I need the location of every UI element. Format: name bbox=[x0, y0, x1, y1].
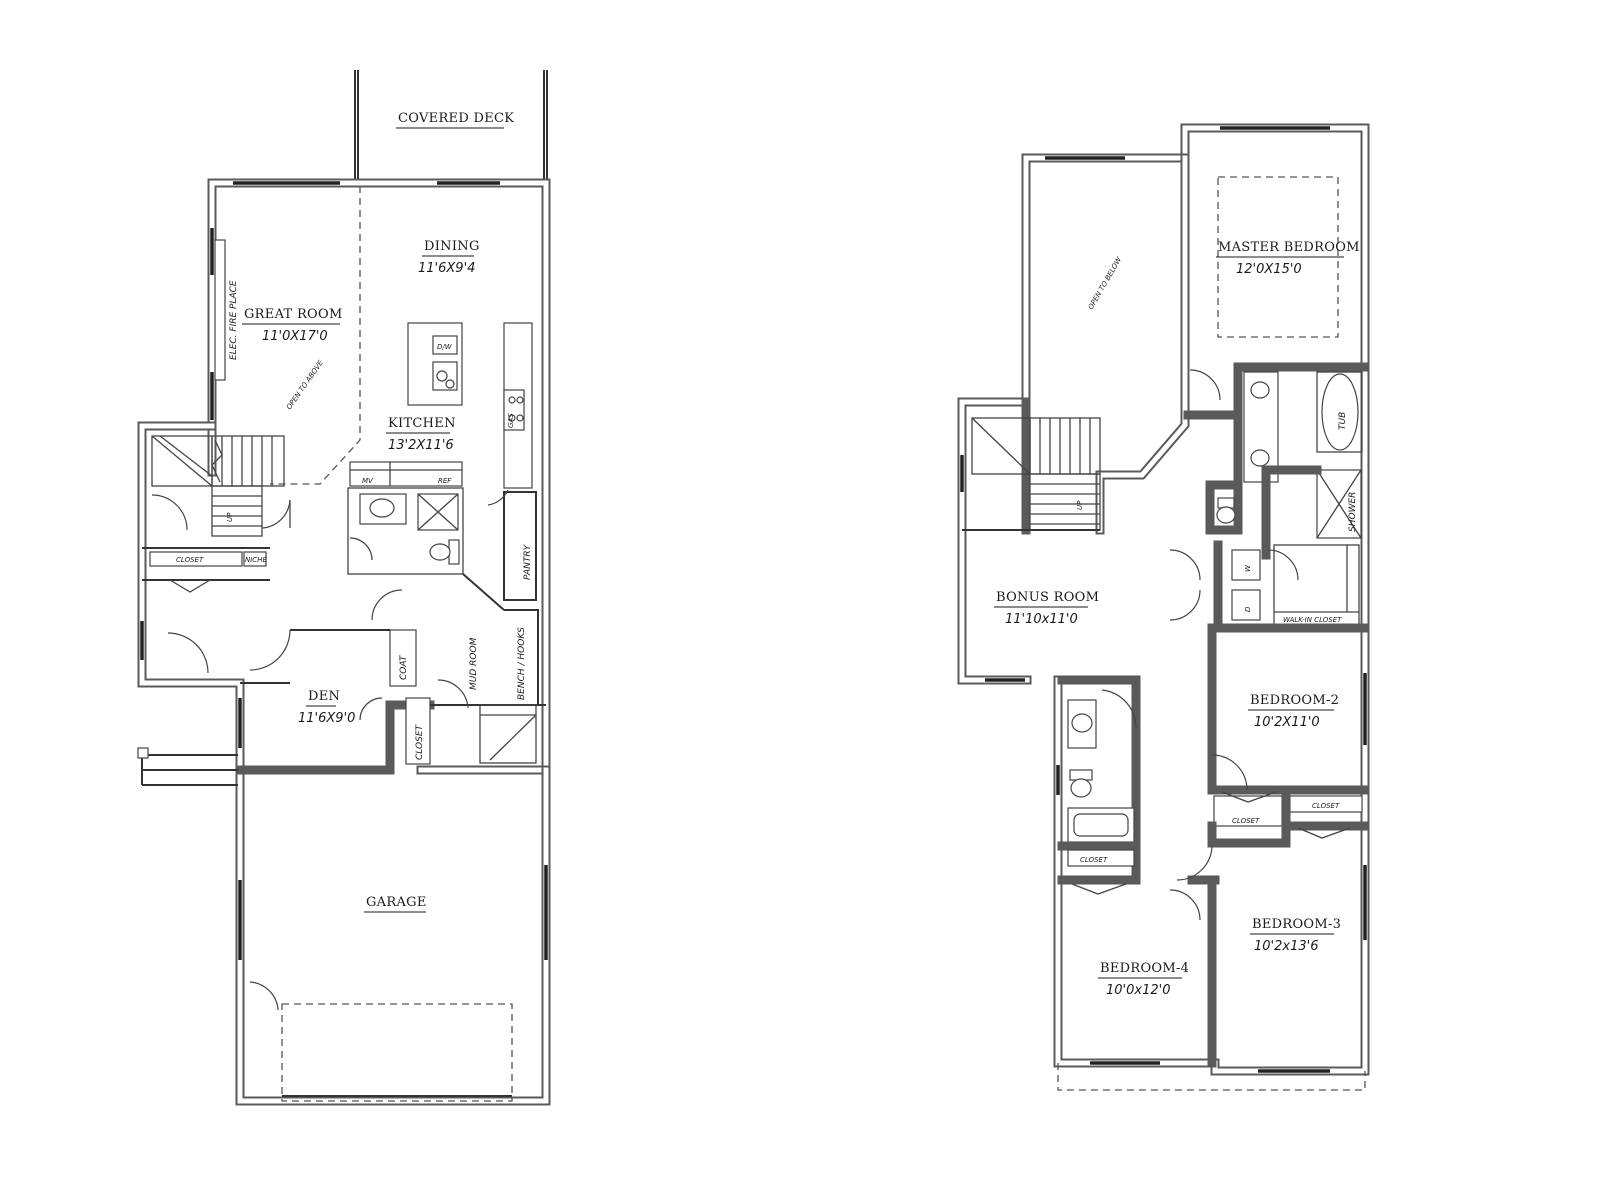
dryer-label: D bbox=[1244, 606, 1252, 612]
great-room-label: GREAT ROOM bbox=[244, 307, 343, 322]
mud-room-label: MUD ROOM bbox=[469, 637, 479, 690]
bonus-room-size: 11'10x11'0 bbox=[1005, 612, 1078, 627]
tub bbox=[1321, 373, 1359, 451]
open-to-above-label: OPEN TO ABOVE bbox=[285, 359, 325, 412]
front-steps bbox=[137, 747, 238, 786]
bed3-closet-label: CLOSET bbox=[1312, 802, 1340, 810]
up-label-upper: UP bbox=[1076, 500, 1084, 510]
bed2-closet-label: CLOSET bbox=[1232, 817, 1260, 825]
den-size: 11'6X9'0 bbox=[298, 711, 355, 726]
great-room-size: 11'0X17'0 bbox=[262, 329, 328, 344]
open-to-above-outline bbox=[270, 186, 361, 485]
dw-label: D/W bbox=[437, 343, 453, 351]
den-closet-label: CLOSET bbox=[415, 723, 425, 760]
front-closet bbox=[149, 551, 243, 567]
kitchen-size: 13'2X11'6 bbox=[388, 438, 454, 453]
bedroom4-size: 10'0x12'0 bbox=[1106, 983, 1170, 998]
dryer bbox=[1231, 589, 1261, 621]
pantry bbox=[503, 491, 537, 601]
den-label: DEN bbox=[308, 689, 340, 704]
coat-label: COAT bbox=[399, 654, 409, 680]
closet-label: CLOSET bbox=[176, 556, 204, 564]
main-floor-plan bbox=[137, 70, 551, 1106]
master-bedroom-size: 12'0X15'0 bbox=[1236, 262, 1302, 277]
fireplace bbox=[214, 239, 226, 381]
bath-closet bbox=[1067, 849, 1135, 867]
bedroom3-size: 10'2x13'6 bbox=[1254, 939, 1318, 954]
walk-in-closet-label: WALK-IN CLOSET bbox=[1283, 616, 1342, 624]
upper-stairs bbox=[962, 417, 1101, 531]
kitchen-back-counter bbox=[349, 461, 463, 487]
bathroom-main bbox=[347, 487, 464, 575]
fireplace-label: ELEC. FIRE PLACE bbox=[229, 280, 239, 360]
main-stairs bbox=[151, 435, 285, 537]
bonus-room-label: BONUS ROOM bbox=[996, 590, 1099, 605]
bedroom2-size: 10'2X11'0 bbox=[1254, 715, 1320, 730]
covered-deck-label: COVERED DECK bbox=[398, 111, 514, 126]
bedroom3-label: BEDROOM-3 bbox=[1252, 917, 1341, 932]
shower-label: SHOWER bbox=[1348, 492, 1358, 532]
tub-label: TUB bbox=[1338, 412, 1348, 430]
bath-closet-label: CLOSET bbox=[1080, 856, 1108, 864]
dining-size: 11'6X9'4 bbox=[418, 261, 475, 276]
open-to-below-label: OPEN TO BELOW bbox=[1087, 255, 1124, 311]
niche bbox=[243, 551, 267, 567]
den-closet bbox=[405, 697, 431, 765]
gas-label: GAS bbox=[507, 413, 515, 428]
bedroom2-label: BEDROOM-2 bbox=[1250, 693, 1339, 708]
bedroom4-label: BEDROOM-4 bbox=[1100, 961, 1189, 976]
garage-door-outline bbox=[281, 1003, 513, 1102]
mv-label: MV bbox=[362, 477, 374, 485]
niche-label: NICHE bbox=[245, 556, 267, 564]
garage-label: GARAGE bbox=[366, 895, 427, 910]
bench-hooks-label: BENCH / HOOKS bbox=[517, 627, 527, 700]
ref-label: REF bbox=[438, 477, 452, 485]
coat-closet bbox=[389, 629, 417, 687]
master-bedroom-label: MASTER BEDROOM bbox=[1218, 240, 1360, 255]
washer-label: W bbox=[1244, 564, 1252, 572]
kitchen-label: KITCHEN bbox=[388, 416, 456, 431]
upper-floor-plan bbox=[957, 123, 1370, 1091]
up-label-main: UP bbox=[226, 512, 234, 522]
bed2-closet bbox=[1213, 795, 1283, 827]
pantry-label: PANTRY bbox=[523, 543, 533, 580]
dining-label: DINING bbox=[424, 239, 480, 254]
washer bbox=[1231, 549, 1261, 581]
